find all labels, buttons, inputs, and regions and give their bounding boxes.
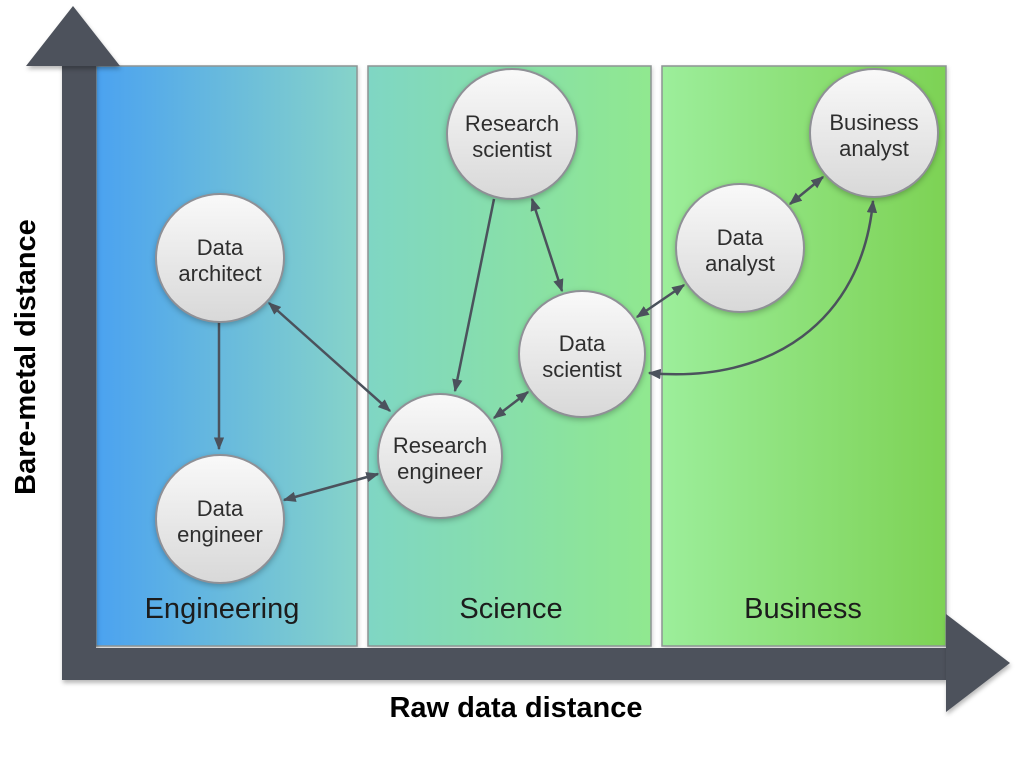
node-circle [809,68,939,198]
node-label-line1: Data [559,331,606,356]
y-axis-label: Bare-metal distance [10,219,42,495]
node-label-line2: engineer [397,459,483,484]
x-axis-arrowhead-icon [946,614,1010,712]
node-research-scientist: Research scientist [446,68,578,200]
node-label-line2: scientist [472,137,551,162]
node-circle [155,193,285,323]
edge-research-engineer-data-scientist [492,391,530,419]
node-data-engineer: Data engineer [155,454,285,584]
node-circle [155,454,285,584]
node-circle [518,290,646,418]
node-label-line1: Research [393,433,487,458]
edge-data-scientist-business-analyst [647,199,878,380]
node-label-line1: Research [465,111,559,136]
panel-label-business: Business [744,593,862,625]
axes: Bare-metal distance Raw data distance [10,6,1010,724]
panel-label-science: Science [459,593,562,625]
node-data-architect: Data architect [155,193,285,323]
node-label-line2: analyst [839,136,909,161]
edge-data-architect-research-engineer [268,302,391,412]
node-label-line1: Data [197,235,244,260]
node-label-line1: Data [717,225,764,250]
edge-research-scientist-data-scientist [530,197,564,293]
edge-data-analyst-business-analyst [788,176,825,205]
edge-data-engineer-research-engineer [282,472,380,502]
node-label-line2: analyst [705,251,775,276]
y-axis-arrowhead-icon [26,6,120,66]
node-label-line2: architect [178,261,261,286]
node-data-analyst: Data analyst [675,183,805,313]
node-label-line1: Data [197,496,244,521]
node-research-engineer: Research engineer [377,393,503,519]
node-circle [377,393,503,519]
node-label-line2: engineer [177,522,263,547]
panel-label-engineering: Engineering [145,593,300,625]
node-circle [446,68,578,200]
edges [213,176,878,502]
edge-research-scientist-to-research-engineer [452,198,496,393]
node-business-analyst: Business analyst [809,68,939,198]
node-label-line1: Business [829,110,918,135]
node-circle [675,183,805,313]
node-data-scientist: Data scientist [518,290,646,418]
nodes: Data architect Data engineer Research en… [155,68,939,584]
x-axis-label: Raw data distance [389,692,642,724]
node-label-line2: scientist [542,357,621,382]
